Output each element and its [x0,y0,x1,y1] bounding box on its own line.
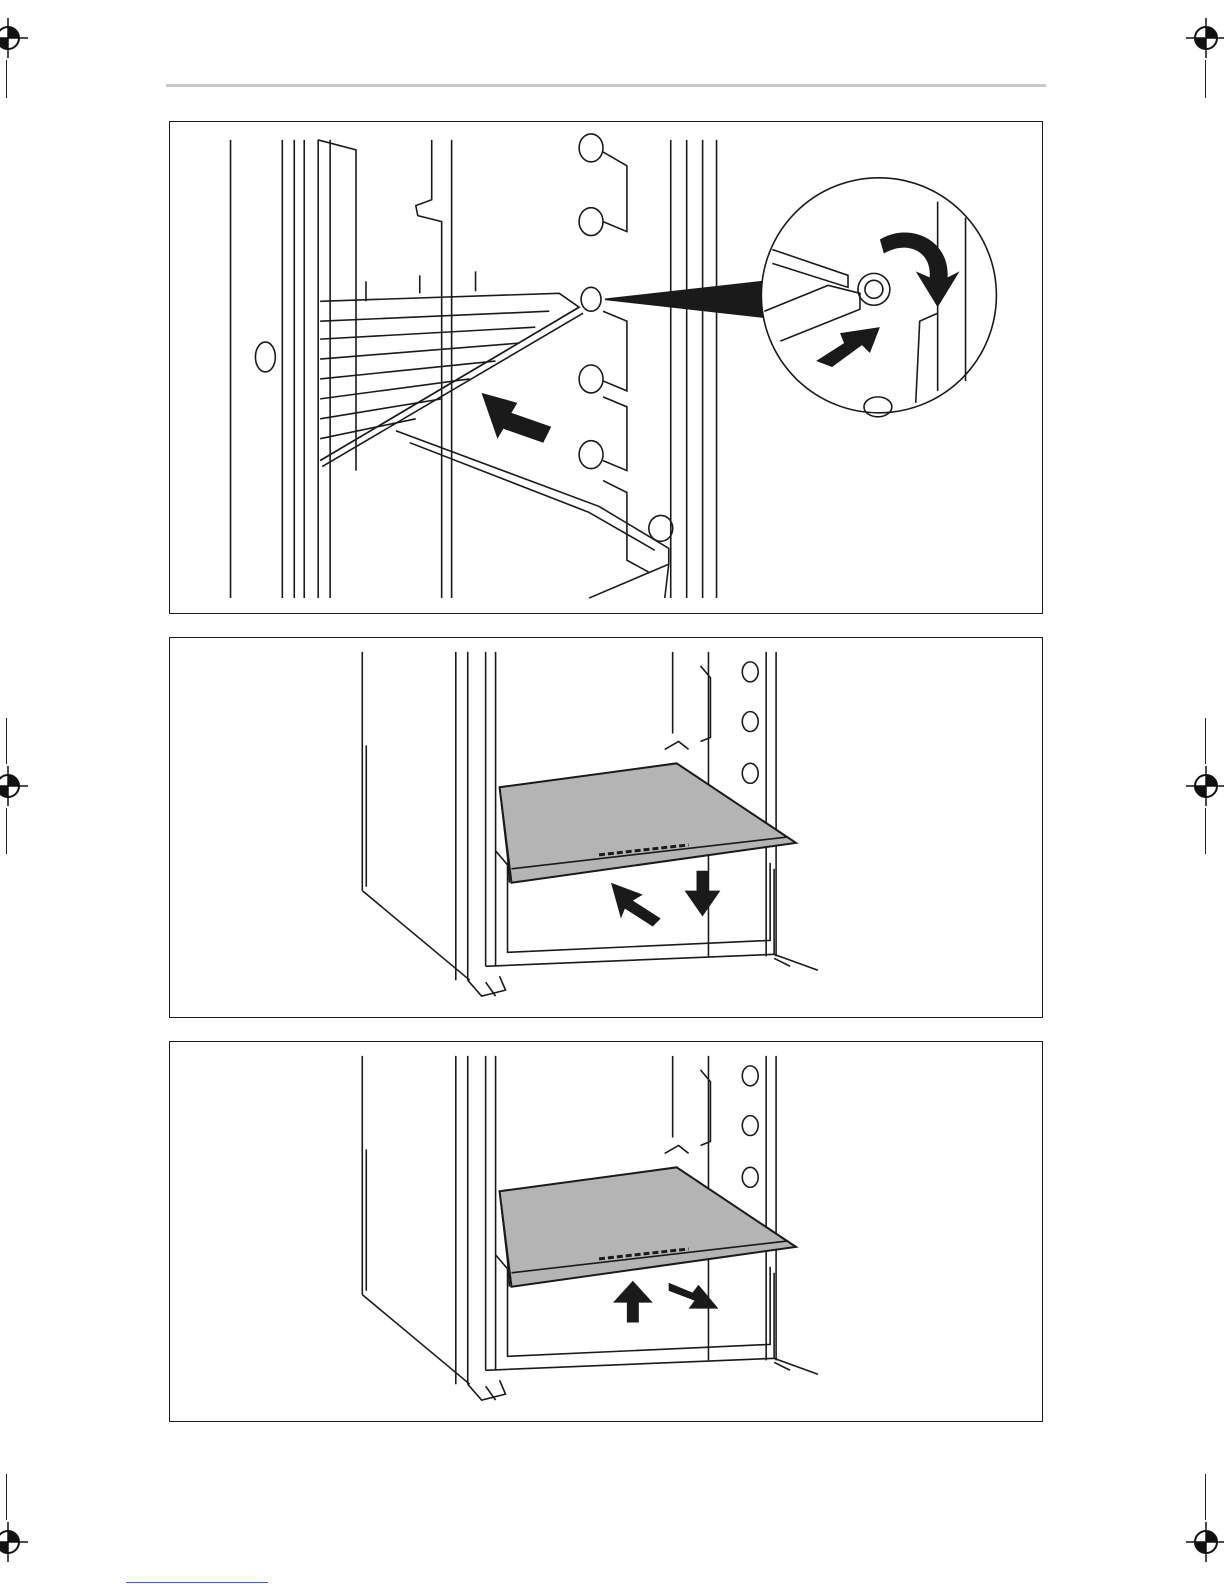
shelf-rail-illustration [170,122,1042,613]
arrow-up-icon [613,1281,653,1323]
crop-line [1205,718,1206,764]
figure-glass-shelf-removal [169,637,1043,1018]
crop-line [1205,808,1206,854]
glass-shelf-removal-illustration [170,638,1042,1017]
registration-mark-icon [1186,766,1224,806]
registration-mark-icon [0,1522,28,1562]
crop-line [1205,60,1206,98]
crop-line [6,1474,7,1520]
crop-line [6,718,7,764]
crop-line [6,808,7,854]
figure-glass-shelf-insertion [169,1041,1043,1422]
figure-shelf-rail-installation [169,121,1043,614]
arrow-down-icon [685,871,721,917]
glass-shelf-insertion-illustration [170,1042,1042,1421]
registration-mark-icon [1186,1522,1224,1562]
registration-mark-icon [0,766,28,806]
registration-mark-icon [0,18,28,58]
arrow-up-left-icon [611,883,661,927]
header-rule [166,84,1046,87]
arrow-down-right-icon [669,1283,719,1309]
registration-mark-icon [1186,18,1224,58]
crop-line [6,60,7,98]
arrow-push-icon [482,393,552,443]
crop-line [1205,1474,1206,1520]
